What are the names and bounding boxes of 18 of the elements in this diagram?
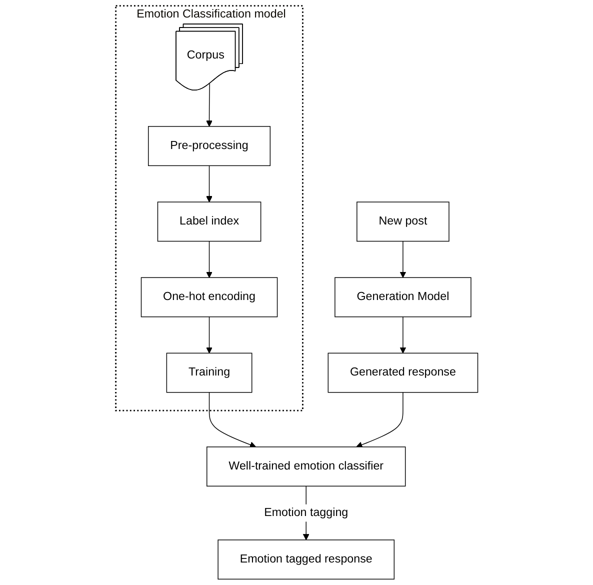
arrow [206,316,212,354]
node-box: Well-trained emotion classifier [206,446,406,487]
node-box: Label index [157,202,261,242]
node-box: Pre-processing [148,126,270,166]
node-box: Generated response [328,352,478,393]
node-box: Generation Model [334,277,472,318]
edge-label: Emotion tagging [264,506,348,519]
node-box: One-hot encoding [140,277,278,318]
arrow [399,316,406,354]
node-box: Training [166,352,252,393]
node-box: Emotion tagged response [217,540,394,580]
arrow [399,240,406,278]
arrow [206,240,212,278]
arrow [356,392,404,448]
arrow [206,83,212,127]
arrow [208,392,256,448]
node-box: New post [356,202,450,242]
arrow [206,165,212,202]
